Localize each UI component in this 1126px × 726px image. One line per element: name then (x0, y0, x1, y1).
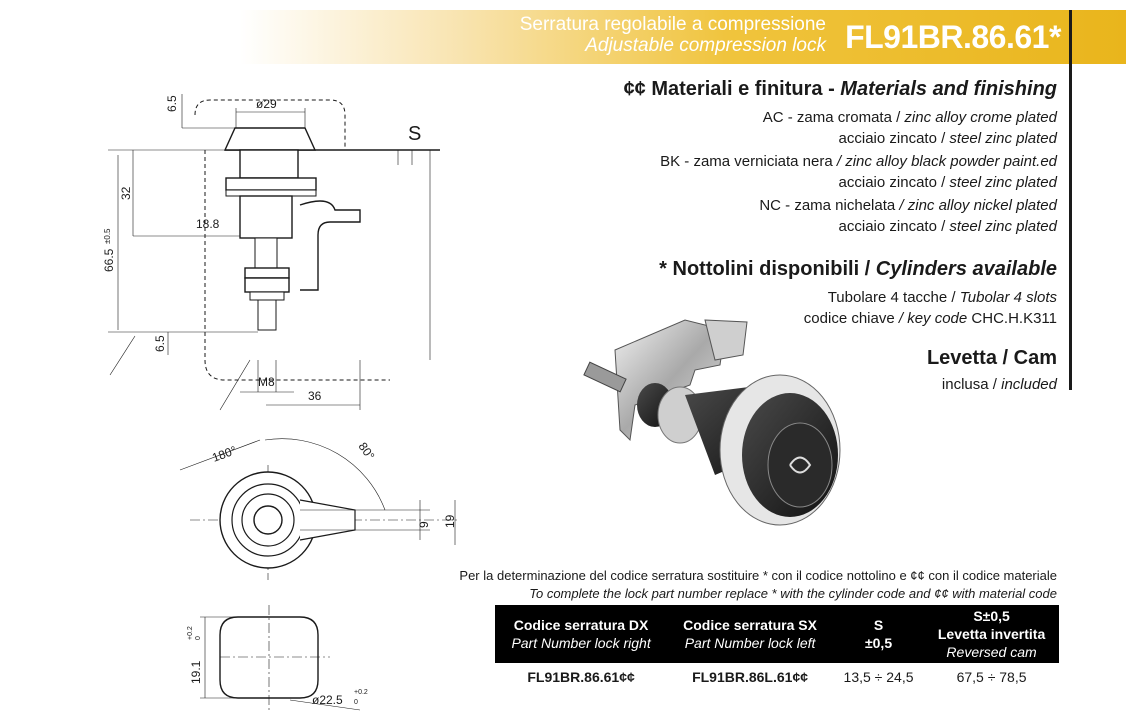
dim-bottom-gap: 6.5 (153, 335, 167, 352)
dim-height-32: 32 (119, 186, 133, 200)
product-render (583, 319, 841, 526)
material-item: AC - zama cromata / zinc alloy crome pla… (762, 109, 1057, 126)
dim-square: 18.8 (196, 217, 220, 231)
cam-included: inclusa / included (941, 376, 1057, 393)
table-row: FL91BR.86.61¢¢ FL91BR.86L.61¢¢ 13,5 ÷ 24… (495, 663, 1059, 691)
header-title: Serratura regolabile a compressione Adju… (520, 14, 826, 56)
dim-diameter: ø29 (256, 97, 277, 111)
cam-title: Levetta / Cam (926, 347, 1057, 369)
table-cell: 13,5 ÷ 24,5 (843, 669, 914, 685)
dim-19: 19 (443, 514, 457, 528)
note-english: To complete the lock part number replace… (529, 586, 1057, 601)
material-item: acciaio zincato / steel zinc plated (838, 174, 1057, 191)
dim-cut-square: 19.1 (189, 660, 203, 684)
dim-thread: M8 (258, 375, 275, 389)
technical-drawing: 6.5 ø29 S 32 18.8 66.5 ±0.5 6.5 M8 36 18… (102, 94, 460, 711)
material-item: BK - zama verniciata nera / zinc alloy b… (660, 153, 1057, 170)
product-code: FL91BR.86.61* (845, 18, 1061, 55)
cam-section: Levetta / Cam inclusa / included (927, 347, 1057, 395)
materials-title: ¢¢ Materiali e finitura - Materials and … (623, 78, 1057, 100)
divider-line (1069, 10, 1072, 390)
cylinders-title: * Nottolini disponibili / Cylinders avai… (659, 258, 1057, 280)
cylinders-section: * Nottolini disponibili / Cylinders avai… (659, 258, 1057, 329)
dim-top-gap: 6.5 (165, 95, 179, 112)
dim-cut-diam-tol-plus: +0.2 (354, 689, 368, 696)
header-band (240, 10, 1126, 64)
cylinder-slots: Tubolare 4 tacche / Tubolar 4 slots (827, 289, 1057, 306)
dim-cut-diam-tol-zero: 0 (354, 699, 358, 706)
table-cell: FL91BR.86.61¢¢ (527, 669, 635, 685)
dim-cut-diam: ø22.5 (312, 693, 343, 707)
dim-total-tol: ±0.5 (103, 228, 112, 244)
table-cell: 67,5 ÷ 78,5 (956, 669, 1027, 685)
material-item: acciaio zincato / steel zinc plated (838, 130, 1057, 147)
table-header: S±0,5 (832, 605, 925, 663)
cylinder-keycode: codice chiave / key code CHC.H.K311 (803, 310, 1057, 327)
dim-9: 9 (417, 521, 431, 528)
dim-width-36: 36 (308, 389, 322, 403)
dim-s-label: S (408, 123, 421, 145)
note-italian: Per la determinazione del codice serratu… (459, 568, 1057, 583)
materials-section: ¢¢ Materiali e finitura - Materials and … (624, 78, 1057, 237)
dim-angle-180: 180° (210, 443, 238, 465)
title-english: Adjustable compression lock (585, 35, 826, 56)
table-cell: FL91BR.86L.61¢¢ (692, 669, 809, 685)
dim-total-height: 66.5 (102, 248, 116, 272)
dim-angle-80: 80° (356, 440, 378, 463)
dim-cut-square-tol-plus: +0.2 (187, 626, 194, 640)
dim-cut-square-tol-zero: 0 (195, 636, 202, 640)
title-italian: Serratura regolabile a compressione (519, 14, 826, 35)
material-item: acciaio zincato / steel zinc plated (838, 218, 1057, 235)
material-item: NC - zama nichelata / zinc alloy nickel … (759, 197, 1057, 214)
